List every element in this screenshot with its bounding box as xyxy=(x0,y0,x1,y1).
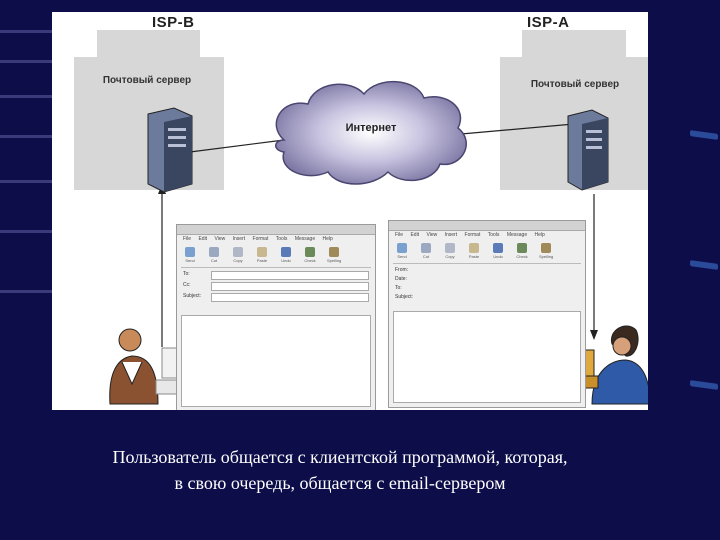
message-body xyxy=(393,311,581,403)
menu-bar: File Edit View Insert Format Tools Messa… xyxy=(389,231,585,239)
spelling-button: Spelling xyxy=(327,247,341,263)
menu-help: Help xyxy=(534,232,545,238)
copy-button: Copy xyxy=(443,243,457,259)
email-client-compose-window: File Edit View Insert Format Tools Messa… xyxy=(176,224,376,410)
cut-button: Cut xyxy=(419,243,433,259)
mail-server-right-label: Почтовый сервер xyxy=(530,79,620,90)
menu-tools: Tools xyxy=(487,232,500,238)
toolbar: Send Cut Copy Paste Undo Check Spelling xyxy=(393,241,581,264)
background-stripe xyxy=(0,230,52,233)
caption-line-2: в свою очередь, общается с email-серверо… xyxy=(174,473,506,493)
date-label: Date: xyxy=(395,276,407,282)
link-cloud-to-server-a xyxy=(449,123,575,136)
window-title-bar xyxy=(389,221,585,231)
menu-file: File xyxy=(183,236,192,242)
diagram-graphics xyxy=(109,81,648,405)
paste-button: Paste xyxy=(467,243,481,259)
cc-label: Cc: xyxy=(183,282,191,288)
mail-server-left-label: Почтовый сервер xyxy=(102,75,192,86)
menu-format: Format xyxy=(464,232,481,238)
menu-insert: Insert xyxy=(444,232,458,238)
check-button: Check xyxy=(515,243,529,259)
menu-format: Format xyxy=(252,236,269,242)
subject-label: Subject: xyxy=(395,294,414,300)
subject-label: Subject: xyxy=(183,293,202,299)
menu-message: Message xyxy=(506,232,528,238)
isp-a-building-top xyxy=(522,30,626,60)
copy-button: Copy xyxy=(231,247,245,263)
subject-field xyxy=(211,293,369,302)
from-label: From: xyxy=(395,267,409,273)
isp-a-label: ISP-A xyxy=(527,14,570,31)
caption-line-1: Пользователь общается с клиентской прогр… xyxy=(112,447,568,467)
window-title-bar xyxy=(177,225,375,235)
arrowhead-down xyxy=(590,330,598,340)
cc-field xyxy=(211,282,369,291)
background-stripe xyxy=(0,135,52,138)
undo-button: Undo xyxy=(279,247,293,263)
menu-insert: Insert xyxy=(232,236,246,242)
check-button: Check xyxy=(303,247,317,263)
mail-server-a-icon xyxy=(567,109,609,191)
paste-button: Paste xyxy=(255,247,269,263)
menu-message: Message xyxy=(294,236,316,242)
background-stripe xyxy=(0,30,52,33)
send-button: Send xyxy=(183,247,197,263)
background-stripe xyxy=(0,180,52,183)
menu-file: File xyxy=(395,232,404,238)
undo-button: Undo xyxy=(491,243,505,259)
internet-label: Интернет xyxy=(345,122,397,134)
menu-edit: Edit xyxy=(410,232,420,238)
menu-help: Help xyxy=(322,236,333,242)
message-body xyxy=(181,315,371,407)
background-dash xyxy=(690,380,718,390)
menu-bar: File Edit View Insert Format Tools Messa… xyxy=(177,235,375,243)
isp-b-label: ISP-B xyxy=(152,14,195,31)
background-stripe xyxy=(0,290,52,293)
background-dash xyxy=(690,130,718,140)
background-stripe xyxy=(0,95,52,98)
to-field xyxy=(211,271,369,280)
send-button: Send xyxy=(395,243,409,259)
spelling-button: Spelling xyxy=(539,243,553,259)
to-label: To: xyxy=(395,285,402,291)
menu-view: View xyxy=(426,232,438,238)
mail-server-b-icon xyxy=(147,107,193,193)
menu-edit: Edit xyxy=(198,236,208,242)
toolbar: Send Cut Copy Paste Undo Check Spelling xyxy=(181,245,371,268)
background-dash xyxy=(690,260,718,270)
menu-tools: Tools xyxy=(275,236,288,242)
link-server-b-to-cloud xyxy=(189,139,285,153)
network-diagram: ISP-B ISP-A Почтовый сервер Почтовый сер… xyxy=(52,12,648,410)
to-label: To: xyxy=(183,271,190,277)
isp-b-building-top xyxy=(97,30,200,60)
background-stripe xyxy=(0,60,52,63)
menu-view: View xyxy=(214,236,226,242)
email-client-read-window: File Edit View Insert Format Tools Messa… xyxy=(388,220,586,408)
cut-button: Cut xyxy=(207,247,221,263)
internet-cloud-icon xyxy=(275,81,467,185)
slide-caption: Пользователь общается с клиентской прогр… xyxy=(20,444,660,496)
